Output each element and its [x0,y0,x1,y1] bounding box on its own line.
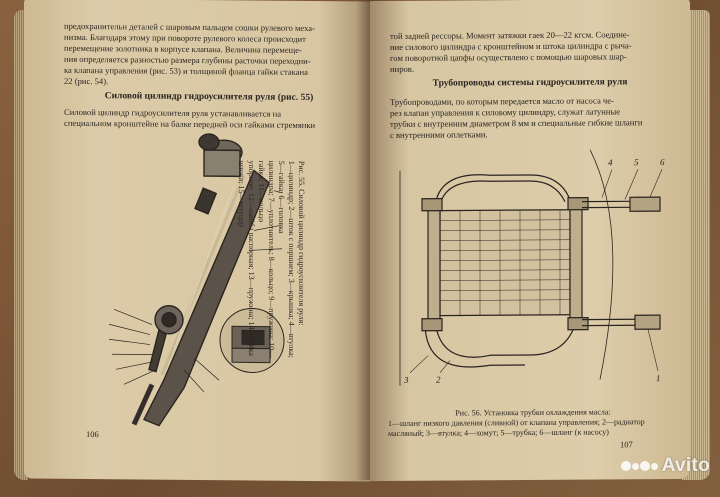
text-line: трубки с внутренним диаметром 8 мм и спе… [390,117,643,129]
oil-cooler-diagram: 4 5 6 3 2 1 [399,149,665,386]
caption-line: упорное; 12—шайба распорная; 13—пружина;… [237,160,256,357]
text-line: с внутренними оплетками. [390,129,488,140]
section-heading: Силовой цилиндр гидроусилителя руля (рис… [104,91,314,104]
right-top-paragraph: той задней рессоры. Момент затяжки гаек … [390,29,675,75]
figure-label: 3 [403,375,409,385]
avito-watermark: Avito [620,455,710,477]
figure-label: 4 [608,157,613,167]
figure-label: 2 [436,375,441,385]
caption-line: 1—цилиндр; 2—шток с поршнем; 3—крышка; 4… [277,160,296,358]
open-book: предохранительн деталей с шаровым пальце… [14,0,714,497]
text-line: 22 (рис. 54). [64,75,109,87]
text-line: ниров. [390,63,414,74]
caption-line: цилиндра; 7—уплотнитель; 8—кольцо; 9—пру… [257,160,276,359]
figure-label: 6 [660,157,665,167]
left-top-paragraph: предохранительн деталей с шаровым пальце… [64,21,354,90]
caption-line: масляный; 3—втулка; 4—хомут; 5—трубка; 6… [388,427,609,438]
page-number-left: 106 [86,429,99,440]
figure-label: 5 [634,157,639,167]
section-heading: Трубопроводы системы гидроусилителя руля [432,77,628,89]
power-cylinder-illustration [108,133,285,427]
figure-label: 1 [656,373,660,383]
watermark-brand: Avito [661,455,710,476]
left-heading-paragraph: Силовой цилиндр гидроусилителя руля уста… [64,107,354,132]
figure-55-caption: Рис. 55. Силовой цилиндр гидроусилителя … [236,160,306,361]
right-page: той задней рессоры. Момент затяжки гаек … [370,0,690,482]
page-number-right: 107 [620,439,633,450]
left-page: предохранительн деталей с шаровым пальце… [24,0,370,482]
figure-56-caption: Рис. 56. Установка трубки охлаждения мас… [388,407,678,439]
caption-line: Рис. 55. Силовой цилиндр гидроусилителя … [297,160,306,326]
avito-logo-icon [620,461,658,471]
right-heading-paragraph: Трубопроводами, по которым передается ма… [390,95,675,141]
